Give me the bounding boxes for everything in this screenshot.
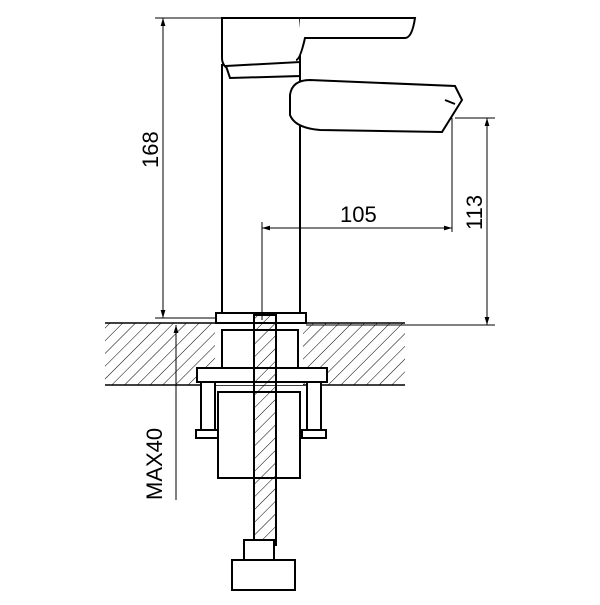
- faucet-body: [215, 17, 464, 324]
- mounting-hardware: [195, 314, 328, 591]
- dimension-total-height: [155, 17, 222, 319]
- dimension-spout-height: [306, 117, 495, 326]
- dimension-spout-reach: [261, 222, 452, 320]
- dimension-max-thickness: [170, 325, 200, 500]
- label-168: 168: [138, 131, 163, 168]
- label-max40: MAX40: [142, 428, 167, 500]
- label-105: 105: [340, 202, 377, 227]
- label-113: 113: [462, 195, 487, 230]
